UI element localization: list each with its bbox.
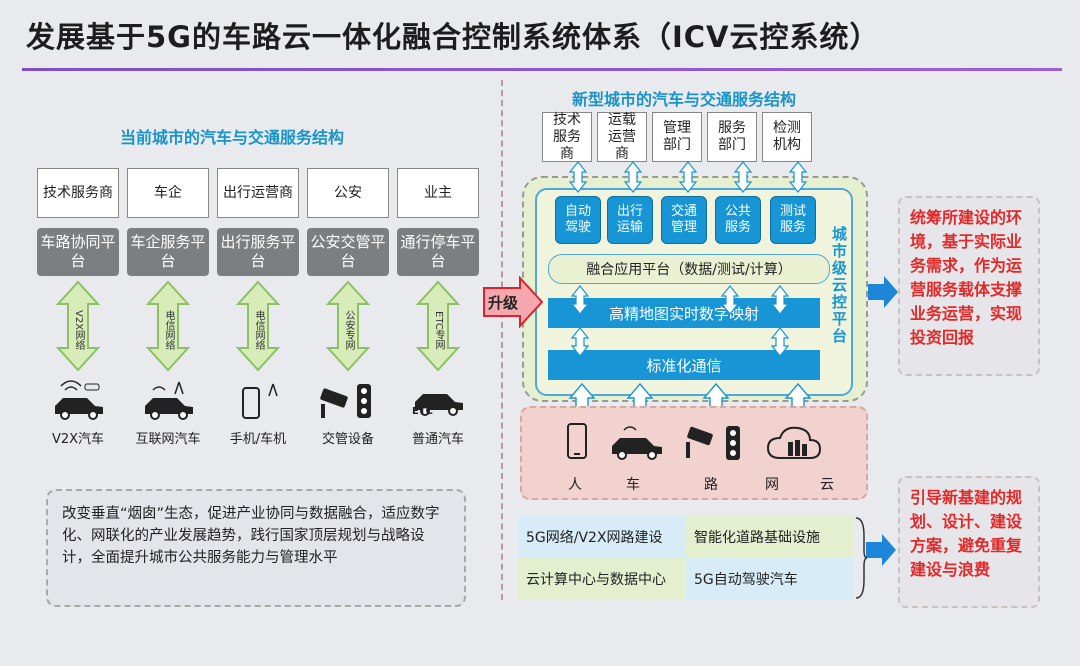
network-label: 公安专网	[343, 310, 354, 350]
traffic-device-icon	[320, 384, 371, 418]
internet-car-icon	[145, 381, 193, 420]
network-label: 电信网络	[253, 310, 264, 350]
infra-vehicle: 5G自动驾驶汽车	[686, 558, 854, 600]
infra-cloud: 云计算中心与数据中心	[518, 558, 686, 600]
device-label: 交管设备	[321, 432, 374, 447]
infra-road: 智能化道路基础设施	[686, 516, 854, 558]
network-label: ETC专网	[433, 310, 444, 350]
right-heading: 新型城市的汽车与交通服务结构	[572, 90, 797, 109]
left-note: 改变垂直“烟囱”生态，促进产业协同与数据融合，适应数字化、网联化的产业发展趋势，…	[46, 489, 466, 607]
network-double-arrow	[416, 280, 460, 372]
physical-label: 人	[568, 477, 582, 493]
left-top-box: 车企	[127, 168, 209, 218]
left-platform-box: 公安交管平台	[307, 228, 389, 276]
infra-brace	[855, 517, 868, 599]
etc-tag: ETC	[412, 406, 433, 417]
device-label: 普通汽车	[411, 432, 464, 447]
left-platform-box: 车企服务平台	[127, 228, 209, 276]
network-double-arrow	[146, 280, 190, 372]
side-text-planning: 引导新基建的规划、设计、建设方案，避免重复建设与浪费	[898, 476, 1040, 608]
app-button: 自动驾驶	[555, 196, 601, 244]
right-arrow-2	[866, 534, 896, 566]
network-double-arrow	[326, 280, 370, 372]
network-label: 电信网络	[163, 310, 174, 350]
left-platform-box: 出行服务平台	[217, 228, 299, 276]
left-top-box: 业主	[397, 168, 479, 218]
upgrade-label: 升级	[488, 294, 519, 312]
device-label: 互联网汽车	[135, 432, 201, 447]
right-top-box: 运载运营商	[597, 112, 647, 162]
right-top-box: 技术服务商	[542, 112, 592, 162]
cloud-platform-label: 城市级云控平台	[830, 226, 848, 345]
app-button: 交通管理	[661, 196, 707, 244]
car-icon	[612, 426, 662, 460]
top-arrows	[568, 161, 808, 193]
right-arrow-1	[868, 276, 898, 308]
physical-label: 网	[765, 477, 779, 493]
physical-icons	[567, 423, 822, 460]
right-top-box: 管理部门	[652, 112, 702, 162]
internal-arrows	[570, 285, 790, 357]
physical-label: 车	[626, 477, 640, 493]
network-double-arrow	[236, 280, 280, 372]
right-top-box: 服务部门	[707, 112, 757, 162]
road-camera-icon	[686, 426, 740, 460]
v2x-car-icon	[55, 380, 103, 420]
device-label: 手机/车机	[229, 432, 287, 447]
network-double-arrow	[56, 280, 100, 372]
title-underline	[22, 68, 1062, 71]
network-label: V2X网络	[73, 309, 84, 351]
phone-icon	[567, 423, 587, 459]
left-platform-box: 车路协同平台	[37, 228, 119, 276]
app-button: 测试服务	[770, 196, 816, 244]
app-button: 公共服务	[715, 196, 761, 244]
side-text-operation: 统筹所建设的环境，基于实际业务需求，作为运营服务载体支撑业务运营，实现投资回报	[898, 196, 1040, 376]
device-label: V2X汽车	[51, 432, 105, 447]
left-top-box: 出行运营商	[217, 168, 299, 218]
page-title: 发展基于5G的车路云一体化融合控制系统体系（ICV云控系统）	[26, 20, 880, 54]
phone-icon	[242, 383, 278, 419]
right-top-box: 检测机构	[762, 112, 812, 162]
car-icon	[415, 394, 463, 416]
left-platform-box: 通行停车平台	[397, 228, 479, 276]
fusion-platform: 融合应用平台（数据/测试/计算）	[548, 254, 830, 284]
physical-label: 路	[704, 477, 718, 493]
physical-label: 云	[820, 477, 834, 493]
cloud-network-icon	[766, 426, 822, 459]
left-heading: 当前城市的汽车与交通服务结构	[120, 128, 345, 147]
section-divider	[501, 80, 503, 600]
app-button: 出行运输	[607, 196, 653, 244]
map-bar: 高精地图实时数字映射	[548, 298, 820, 328]
left-top-box: 技术服务商	[37, 168, 119, 218]
comm-bar: 标准化通信	[548, 350, 820, 380]
left-top-box: 公安	[307, 168, 389, 218]
infra-5g: 5G网络/V2X网路建设	[518, 516, 686, 558]
upgrade-arrow	[483, 276, 544, 328]
